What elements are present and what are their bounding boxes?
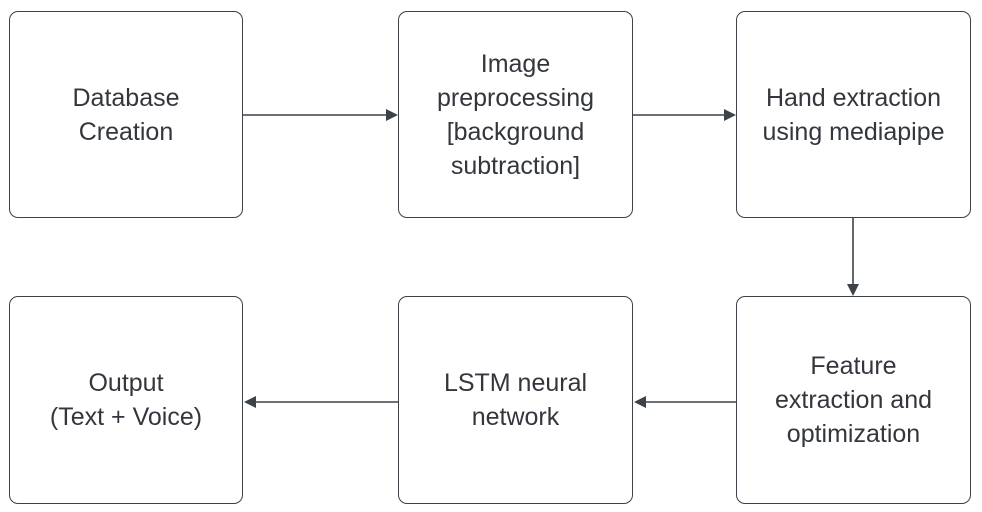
- node-text-line: Creation: [78, 117, 174, 146]
- node-text-line: using mediapipe: [762, 117, 945, 146]
- node-lstm-network: LSTM neural network: [398, 296, 633, 504]
- node-text-line: network: [471, 403, 560, 431]
- node-text-line: preprocessing: [436, 83, 595, 112]
- node-text-line: LSTM neural: [443, 369, 588, 397]
- node-text-line: optimization: [786, 420, 921, 448]
- node-text-line: Database: [72, 83, 180, 112]
- node-text-line: Image: [480, 49, 551, 78]
- node-text-line: Hand extraction: [765, 83, 942, 112]
- node-text-line: Feature: [810, 352, 897, 380]
- node-database-creation: Database Creation: [9, 11, 243, 218]
- node-text-line: [background: [446, 117, 585, 146]
- node-text-line: Output: [88, 369, 164, 397]
- node-text-line: subtraction]: [450, 151, 581, 180]
- node-text-line: extraction and: [774, 386, 933, 414]
- node-hand-extraction: Hand extraction using mediapipe: [736, 11, 971, 218]
- node-text-line: (Text + Voice): [49, 403, 203, 431]
- node-image-preprocessing: Image preprocessing [background subtract…: [398, 11, 633, 218]
- node-feature-extraction: Feature extraction and optimization: [736, 296, 971, 504]
- node-output: Output (Text + Voice): [9, 296, 243, 504]
